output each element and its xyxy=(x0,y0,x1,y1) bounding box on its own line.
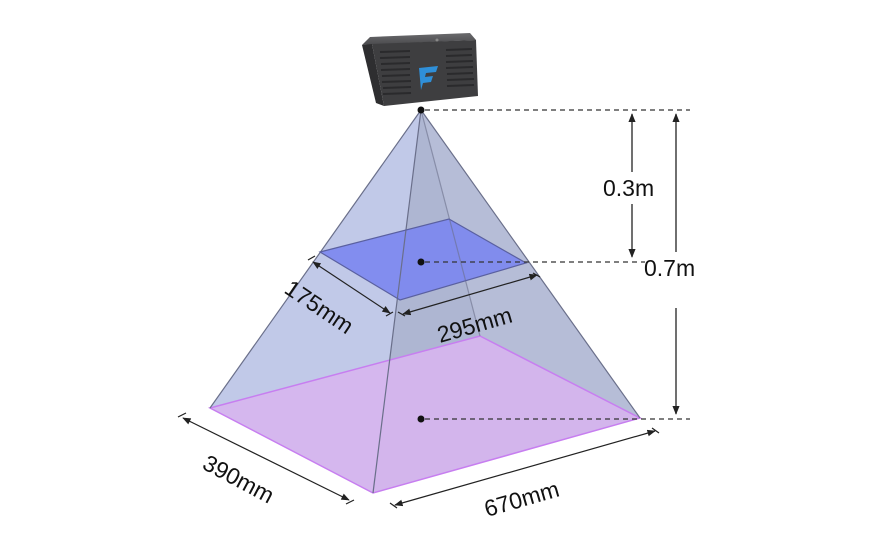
center-markers xyxy=(417,106,690,423)
pyramid-edges xyxy=(209,109,641,494)
depth-camera-icon xyxy=(362,33,478,106)
far-depth-dimension xyxy=(177,412,355,505)
field-of-view-pyramid xyxy=(207,109,643,494)
height-far-label: 0.7m xyxy=(644,255,695,281)
camera-top-face xyxy=(362,33,476,45)
far-center-dot xyxy=(417,415,425,423)
near-center-dot xyxy=(417,258,425,266)
near-width-dimension xyxy=(397,272,541,317)
camera-origin-dot xyxy=(417,106,425,114)
far-width-dimension xyxy=(389,427,660,509)
camera-vent-fins xyxy=(379,48,475,95)
far-width-label: 670mm xyxy=(481,476,562,522)
near-depth-dimension xyxy=(307,255,394,317)
height-near-label: 0.3m xyxy=(603,175,654,201)
brand-logo-icon xyxy=(419,66,438,90)
camera-side-face xyxy=(362,44,384,106)
far-depth-label: 390mm xyxy=(199,449,279,508)
camera-screw xyxy=(435,38,439,42)
height-dimensions xyxy=(628,113,680,415)
